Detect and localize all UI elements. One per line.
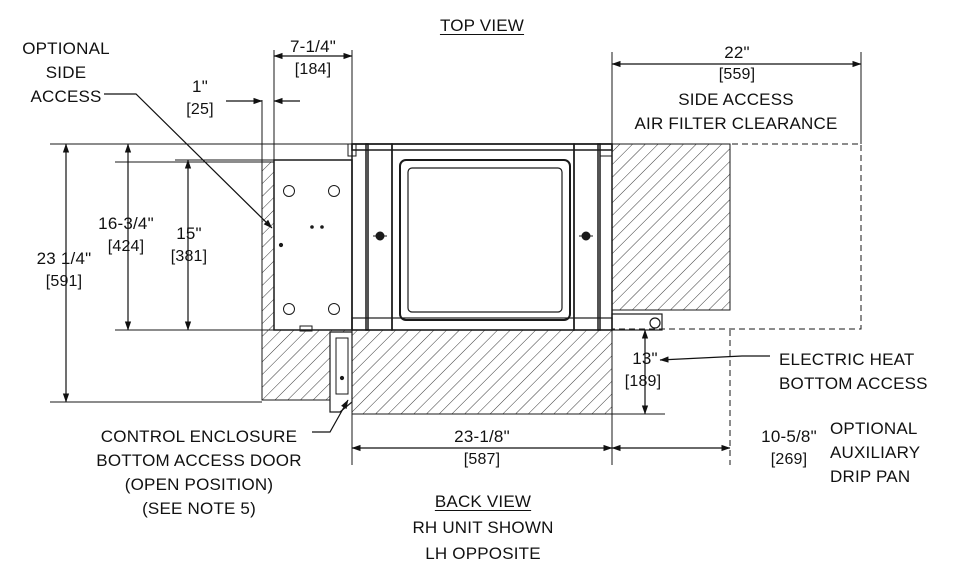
dim-22-metric: [559] [718,66,756,83]
dim-13-metric: [189] [624,373,662,390]
dim-15-metric: [381] [170,248,208,265]
dim-1-metric: [25] [186,101,214,118]
dim-16-3-4-metric: [424] [107,238,145,255]
leader-control-enclosure [312,399,349,433]
unit-body [273,143,663,413]
dim-7-1-4-imperial: 7-1/4" [290,37,336,56]
callout-drip-pan-line1: OPTIONAL [830,419,918,438]
dim-23-1-8-metric: [587] [463,451,501,468]
dim-16-3-4-imperial: 16-3/4" [98,214,154,233]
top-view-title: TOP VIEW [439,16,525,35]
back-view-title: BACK VIEW [434,492,532,511]
callout-drip-pan-line2: AUXILIARY [830,443,921,462]
leader-lines [104,93,770,433]
dim-23-1-4-metric: [591] [45,273,83,290]
dim-10-5-8-metric: [269] [770,451,808,468]
callout-filter-line1: SIDE ACCESS [678,90,794,109]
leader-electric-heat [659,355,770,363]
dim-13-imperial: 13" [632,349,658,368]
callout-electric-heat-line2: BOTTOM ACCESS [779,374,928,393]
callout-side-access-line2: SIDE [45,63,87,82]
dim-22-imperial: 22" [724,43,750,62]
dim-1-imperial: 1" [192,77,208,96]
side-access-zone [261,161,275,331]
rh-unit-shown-text: RH UNIT SHOWN [412,518,554,537]
dim-10-5-8-imperial: 10-5/8" [761,427,817,446]
leader-side-access [104,93,273,229]
callout-side-access-line1: OPTIONAL [22,39,110,58]
extension-lines [50,50,862,465]
callout-filter-line2: AIR FILTER CLEARANCE [634,114,838,133]
dim-23-1-8-imperial: 23-1/8" [454,427,510,446]
dim-23-1-4-imperial: 23 1/4" [36,249,92,268]
callout-electric-heat-line1: ELECTRIC HEAT [779,350,915,369]
callout-control-enclosure-line1: CONTROL ENCLOSURE [100,427,298,446]
dim-15-imperial: 15" [176,224,202,243]
callout-side-access-line3: ACCESS [30,87,102,106]
callout-control-enclosure-line2: BOTTOM ACCESS DOOR [96,451,302,470]
electric-heat-zone [351,329,613,415]
filter-clearance-zone [611,143,731,311]
callout-control-enclosure-line3: (OPEN POSITION) [124,475,274,494]
dimension-lines [62,52,862,452]
callout-control-enclosure-line4: (SEE NOTE 5) [142,499,256,518]
callout-drip-pan-line3: DRIP PAN [830,467,911,486]
dim-7-1-4-metric: [184] [294,61,332,78]
lh-opposite-text: LH OPPOSITE [425,544,541,563]
